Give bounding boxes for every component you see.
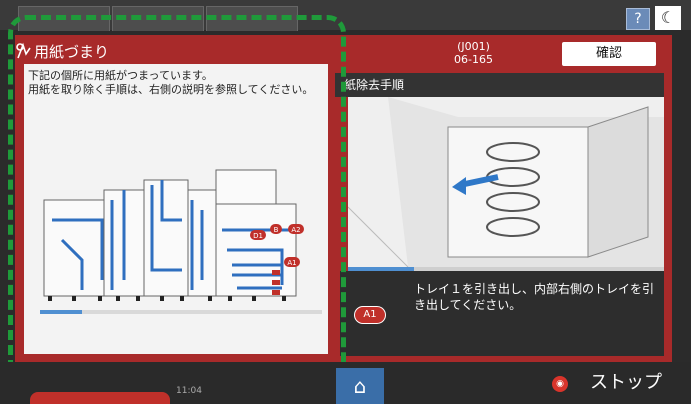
- instruction-panel: [340, 271, 664, 356]
- procedure-illustration: [348, 97, 664, 267]
- instruction-text: トレイ１を引き出し、内部右側のトレイを引き出してください。: [414, 282, 655, 312]
- location-badge: A1: [354, 306, 386, 324]
- paper-jam-icon: [15, 42, 33, 60]
- confirm-button[interactable]: 確認: [562, 42, 656, 66]
- machine-diagram: D1 B A2 A1: [32, 160, 326, 310]
- error-code: (J001) 06-165: [454, 40, 493, 66]
- help-button[interactable]: ?: [626, 8, 650, 30]
- time-display: 11:04: [176, 386, 202, 396]
- stop-button[interactable]: ストップ: [590, 372, 662, 393]
- diagram-label-d1: D1: [253, 232, 263, 240]
- stop-icon[interactable]: ◉: [552, 376, 568, 392]
- diagram-scroll-track[interactable]: [40, 310, 322, 314]
- jam-message: 下記の個所に用紙がつまっています。 用紙を取り除く手順は、右側の説明を参照してく…: [28, 69, 314, 96]
- procedure-progress-track: [348, 267, 664, 271]
- procedure-title: 紙除去手順: [300, 73, 664, 97]
- top-tab-2[interactable]: [112, 6, 204, 31]
- bottom-status-tab[interactable]: [30, 392, 170, 404]
- diagram-label-a2: A2: [291, 226, 300, 234]
- diagram-label-a1: A1: [287, 259, 296, 267]
- moon-icon[interactable]: ☾: [655, 6, 681, 30]
- top-tab-3[interactable]: [206, 6, 298, 31]
- procedure-progress-fill: [348, 267, 414, 271]
- top-tab-1[interactable]: [18, 6, 110, 31]
- diagram-label-b: B: [274, 226, 279, 234]
- home-icon[interactable]: ⌂: [336, 368, 384, 404]
- diagram-scroll-thumb[interactable]: [40, 310, 82, 314]
- jam-title: 用紙づまり: [34, 43, 110, 61]
